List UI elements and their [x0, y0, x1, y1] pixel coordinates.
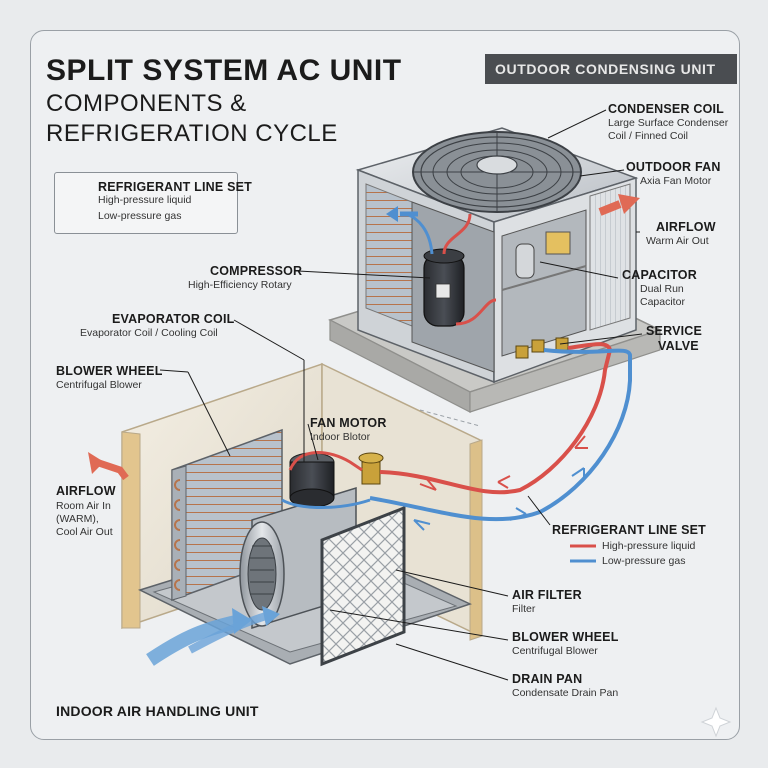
outdoor-fan-sub: Axia Fan Motor	[640, 175, 712, 187]
fan-motor-label: FAN MOTOR	[310, 416, 387, 430]
capacitor-label: CAPACITOR	[622, 268, 697, 282]
service-valve-label-2: VALVE	[658, 339, 699, 353]
drain-pan-sub: Condensate Drain Pan	[512, 687, 619, 699]
outdoor-fan-label: OUTDOOR FAN	[626, 160, 721, 174]
airflow-out-label: AIRFLOW	[656, 220, 716, 234]
line-set-high-label: High-pressure liquid	[602, 540, 696, 552]
air-filter-label: AIR FILTER	[512, 588, 582, 602]
service-valve-label-1: SERVICE	[646, 324, 703, 338]
airflow-in-sub3: Cool Air Out	[56, 526, 113, 538]
low-pressure-line	[369, 348, 632, 522]
indoor-unit-title: INDOOR AIR HANDLING UNIT	[56, 703, 259, 719]
indoor-warm-air-arrow	[94, 458, 129, 481]
line-set-low-label: Low-pressure gas	[602, 555, 686, 567]
drain-pan-label: DRAIN PAN	[512, 672, 583, 686]
indoor-unit	[121, 362, 483, 667]
condenser-coil-sub1: Large Surface Condenser	[608, 117, 729, 129]
condenser-coil-label: CONDENSER COIL	[608, 102, 725, 116]
evaporator-coil-label: EVAPORATOR COIL	[112, 312, 235, 326]
line-set-label: REFRIGERANT LINE SET	[552, 523, 707, 537]
airflow-in-sub2: (WARM),	[56, 513, 99, 525]
airflow-out-sub: Warm Air Out	[646, 235, 709, 247]
indoor-air-in-arrow-2	[188, 612, 268, 654]
blower-wheel-bottom-label: BLOWER WHEEL	[512, 630, 619, 644]
capacitor-sub2: Capacitor	[640, 296, 685, 308]
outdoor-unit-banner: OUTDOOR CONDENSING UNIT	[485, 54, 737, 84]
indoor-air-in-arrow-1	[146, 615, 238, 666]
blower-wheel-top-label: BLOWER WHEEL	[56, 364, 163, 378]
condenser-coil-sub2: Coil / Finned Coil	[608, 130, 688, 142]
airflow-in-sub1: Room Air In	[56, 500, 111, 512]
title-line-1: SPLIT SYSTEM AC UNIT	[46, 54, 402, 87]
title-line-3: REFRIGERATION CYCLE	[46, 120, 338, 147]
legend-high-label: High-pressure liquid	[98, 194, 192, 206]
legend-box	[54, 172, 238, 234]
high-pressure-line	[379, 342, 613, 495]
airflow-in-label: AIRFLOW	[56, 484, 116, 498]
leader-lines	[159, 109, 643, 681]
evaporator-coil-sub: Evaporator Coil / Cooling Coil	[80, 327, 218, 339]
sparkle-icon	[700, 706, 732, 738]
fan-motor-sub: Indoor Blotor	[310, 431, 371, 443]
capacitor-sub1: Dual Run	[640, 283, 684, 295]
compressor-sub: High-Efficiency Rotary	[188, 279, 292, 291]
air-filter-sub: Filter	[512, 603, 536, 615]
warm-air-out-arrow	[598, 200, 622, 216]
outdoor-unit	[328, 127, 662, 413]
legend-title: REFRIGERANT LINE SET	[98, 180, 253, 194]
legend-low-label: Low-pressure gas	[98, 210, 182, 222]
compressor-label: COMPRESSOR	[210, 264, 303, 278]
blower-wheel-top-sub: Centrifugal Blower	[56, 379, 142, 391]
blower-wheel-bottom-sub: Centrifugal Blower	[512, 645, 598, 657]
title-line-2: COMPONENTS &	[46, 90, 247, 117]
